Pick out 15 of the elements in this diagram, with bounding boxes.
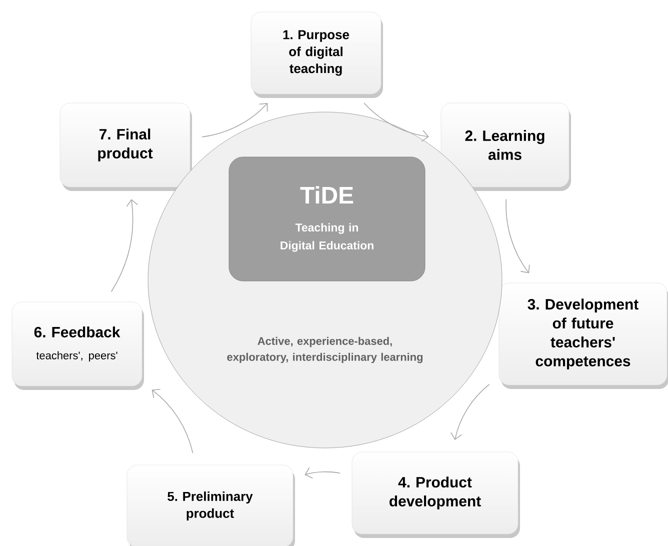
step-box: 7. Final product <box>60 102 192 191</box>
arrow <box>364 102 429 142</box>
step-box: 2. Learning aims <box>440 102 571 191</box>
arrow <box>152 388 194 454</box>
arrow <box>450 384 490 440</box>
arrow <box>202 103 268 138</box>
title-box: TiDE Teaching in Digital Education <box>228 156 426 282</box>
step-box: 4. Product development <box>352 452 520 538</box>
arrow <box>506 198 530 274</box>
arrow <box>110 199 138 292</box>
arrow <box>304 467 340 478</box>
step-box: 6. Feedback teachers', peers' <box>12 302 144 390</box>
step-box: 3. Development of future teachers' competences <box>498 282 668 389</box>
step-box: 5. Preliminary product <box>126 464 295 546</box>
step-box: 1. Purpose of digital teaching <box>250 12 383 98</box>
